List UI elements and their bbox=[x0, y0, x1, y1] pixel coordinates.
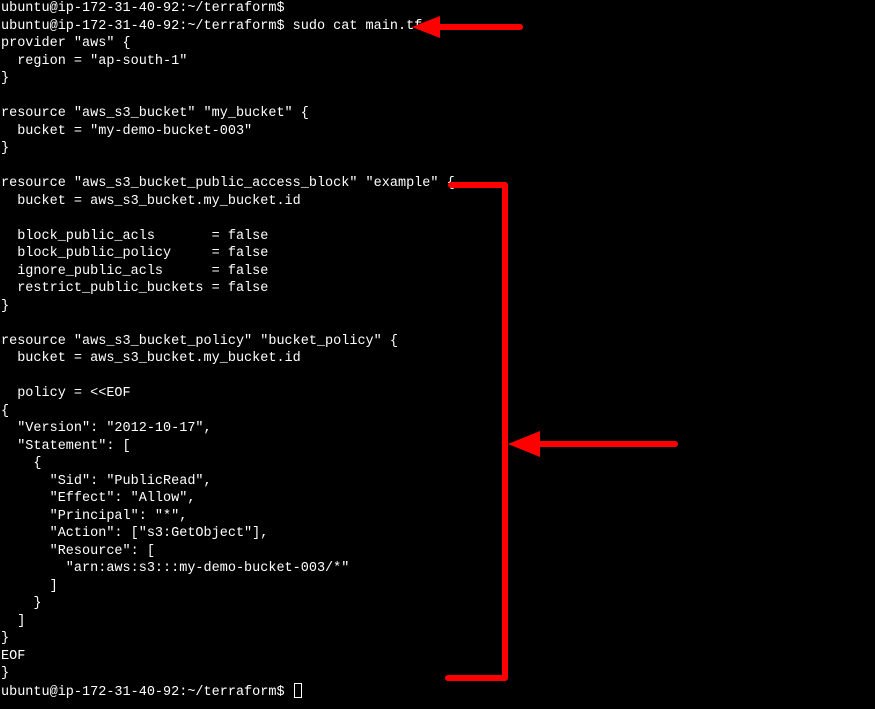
terminal-line: "arn:aws:s3:::my-demo-bucket-003/*" bbox=[1, 561, 350, 576]
terminal-line: resource "aws_s3_bucket_public_access_bl… bbox=[1, 176, 455, 191]
terminal-line: bucket = aws_s3_bucket.my_bucket.id bbox=[1, 351, 301, 366]
terminal-line: "Action": ["s3:GetObject"], bbox=[1, 526, 269, 541]
terminal-line: "Statement": [ bbox=[1, 438, 131, 454]
terminal-line: ubuntu@ip-172-31-40-92:~/terraform$ bbox=[1, 682, 302, 701]
terminal-line: } bbox=[1, 596, 42, 611]
terminal-line: } bbox=[1, 631, 10, 646]
terminal-line: "Principal": "*", bbox=[1, 508, 188, 524]
terminal-line: EOF bbox=[1, 648, 26, 664]
terminal-line: ] bbox=[1, 613, 26, 629]
terminal-line: } bbox=[1, 666, 10, 681]
terminal-line: { bbox=[1, 403, 10, 419]
terminal-line: ignore_public_acls = false bbox=[1, 263, 269, 279]
terminal-line: { bbox=[1, 456, 42, 471]
terminal-line: resource "aws_s3_bucket_policy" "bucket_… bbox=[1, 333, 398, 349]
terminal-line: bucket = "my-demo-bucket-003" bbox=[1, 123, 253, 139]
terminal-line: "Effect": "Allow", bbox=[1, 491, 196, 506]
terminal-line: ] bbox=[1, 578, 58, 594]
terminal-line: block_public_acls = false bbox=[1, 228, 269, 244]
terminal-line: bucket = aws_s3_bucket.my_bucket.id bbox=[1, 193, 301, 209]
terminal-line: resource "aws_s3_bucket" "my_bucket" { bbox=[1, 106, 309, 121]
terminal-line: block_public_policy = false bbox=[1, 246, 269, 261]
terminal-line: } bbox=[1, 141, 10, 156]
terminal-line: "Sid": "PublicRead", bbox=[1, 473, 212, 489]
terminal-cursor bbox=[293, 682, 302, 698]
terminal-line: } bbox=[1, 71, 10, 86]
terminal-line: ubuntu@ip-172-31-40-92:~/terraform$ sudo… bbox=[1, 18, 423, 34]
terminal-line: restrict_public_buckets = false bbox=[1, 281, 269, 296]
terminal-line: policy = <<EOF bbox=[1, 386, 131, 401]
terminal-line: } bbox=[1, 298, 10, 314]
terminal-line: region = "ap-south-1" bbox=[1, 53, 188, 69]
terminal-line: ubuntu@ip-172-31-40-92:~/terraform$ bbox=[1, 1, 285, 16]
terminal-line: provider "aws" { bbox=[1, 36, 131, 51]
terminal-line: "Version": "2012-10-17", bbox=[1, 421, 212, 436]
terminal-line: "Resource": [ bbox=[1, 543, 155, 559]
